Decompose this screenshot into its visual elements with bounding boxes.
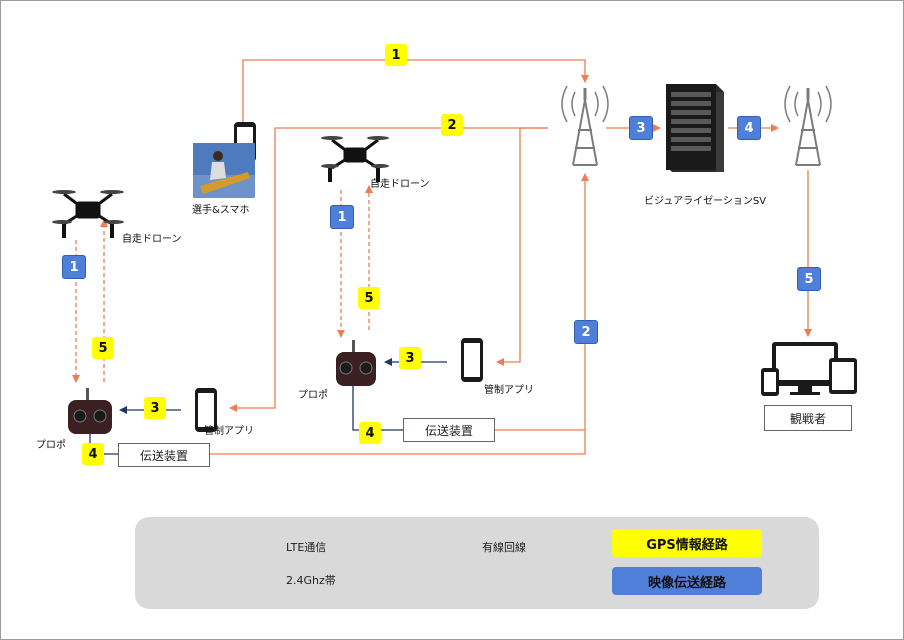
gps-badge-1-top: 1 [385,44,407,66]
legend-panel: LTE通信 有線回線 2.4Ghz帯 GPS情報経路 映像伝送経路 [135,517,819,609]
gps-badge-4-left: 4 [82,443,104,465]
legend-wired-text: 有線回線 [482,541,526,554]
legend-wifi-text: 2.4Ghz帯 [286,574,336,587]
tower-icon-right [784,85,832,166]
drone-icon-left [52,190,124,238]
legend-gps-route: GPS情報経路 [612,529,762,557]
gps-badge-5-mid: 5 [358,287,380,309]
player-photo-image [193,143,255,198]
server-icon [666,84,724,172]
video-badge-4-top: 4 [737,116,761,140]
route-2-tower-to-app-mid [496,127,548,366]
phone-icon-app-mid [461,338,483,382]
drone-mid-label: 自走ドローン [370,179,430,190]
route-1-player-to-tower [242,59,589,122]
drone-icon-mid [321,136,389,182]
propo-icon-left [68,388,112,434]
video-badge-3-top: 3 [629,116,653,140]
gps-badge-3-mid: 3 [399,347,421,369]
video-badge-5-right: 5 [797,267,821,291]
video-badge-1-mid: 1 [330,205,354,229]
propo-icon-mid [336,340,376,386]
gps-badge-2-top: 2 [441,114,463,136]
propo-left-label: プロポ [36,440,66,451]
gps-badge-5-left: 5 [92,337,114,359]
gps-badge-3-left: 3 [144,397,166,419]
transmit-device-mid: 伝送装置 [403,418,495,442]
gps-badge-4-mid: 4 [359,422,381,444]
propo-mid-label: プロポ [298,390,328,401]
server-label: ビジュアライゼーションSV [644,196,767,207]
legend-lte-text: LTE通信 [286,541,327,554]
video-badge-2-right: 2 [574,320,598,344]
app-mid-label: 管制アプリ [484,385,534,396]
legend-video-route: 映像伝送経路 [612,567,762,595]
player-label: 選手&スマホ [192,205,250,216]
drone-left-label: 自走ドローン [122,234,182,245]
tower-icon-left [561,85,609,166]
phone-icon-app-left [195,388,217,432]
route-2-tower-to-app-left [229,127,548,412]
video-badge-1-left: 1 [62,255,86,279]
viewer-devices-icon [761,342,857,396]
route-2-transmit-to-tower [208,173,589,455]
transmit-device-left: 伝送装置 [118,443,210,467]
viewer-box: 観戦者 [764,405,852,431]
app-left-label: 管制アプリ [204,426,254,437]
wired-propo-mid-to-transmit [352,385,403,431]
